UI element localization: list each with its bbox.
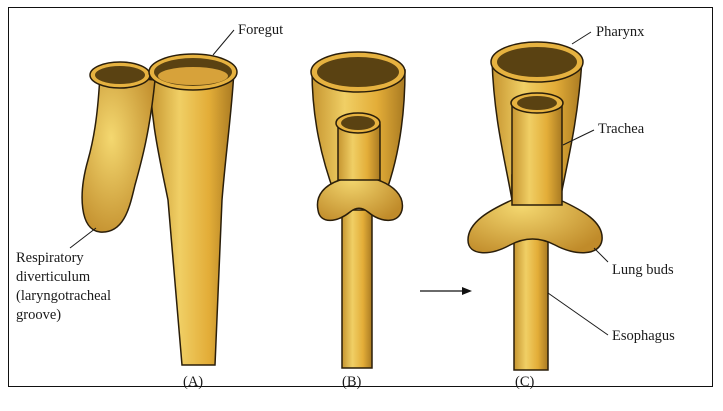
panel-a-diverticulum [82, 75, 155, 232]
panel-label-b: (B) [342, 374, 362, 390]
panel-c-esophagus [514, 230, 548, 370]
panel-a-tube [150, 70, 234, 365]
label-pharynx: Pharynx [596, 24, 645, 40]
panel-label-c: (C) [515, 374, 535, 390]
label-respiratory-line-1: Respiratory [16, 250, 84, 266]
label-respiratory-line-3: (laryngotracheal [16, 288, 111, 304]
label-trachea: Trachea [598, 121, 645, 137]
panel-label-a: (A) [183, 374, 203, 390]
label-respiratory-line-2: diverticulum [16, 269, 91, 285]
label-lung-buds: Lung buds [612, 262, 674, 278]
panel-b-esophagus [342, 210, 372, 368]
arrow [420, 287, 472, 295]
panel-c-trachea [512, 105, 562, 205]
panel-a-foregut-model [82, 54, 237, 365]
label-esophagus: Esophagus [612, 328, 675, 344]
label-respiratory-line-4: groove) [16, 307, 61, 323]
panel-c-foregut-model [468, 42, 602, 370]
panel-b-foregut-model [311, 52, 405, 368]
label-foregut: Foregut [238, 22, 283, 38]
